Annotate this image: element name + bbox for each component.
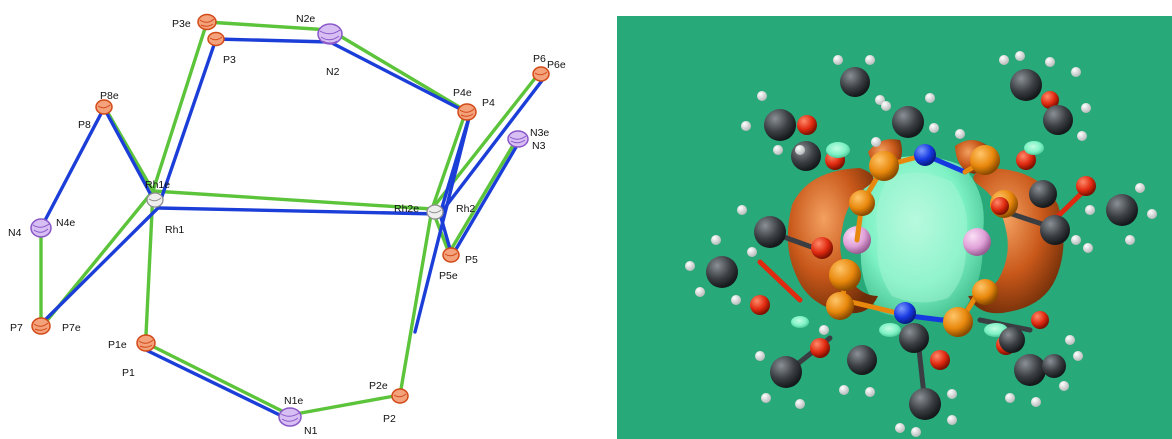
molecular-orbital-panel xyxy=(617,16,1172,439)
label-p7e: P7e xyxy=(62,322,81,334)
atom-p4e-p4 xyxy=(457,103,477,121)
label-p2e: P2e xyxy=(369,380,388,392)
atom-p7-p7e xyxy=(31,317,51,335)
atom-rh2e-rh2 xyxy=(426,204,444,220)
label-p8e: P8e xyxy=(100,90,119,102)
label-p8: P8 xyxy=(78,119,91,131)
atom-n2e-n2 xyxy=(317,23,343,45)
label-n1: N1 xyxy=(304,425,318,437)
atom-rh1e-rh1 xyxy=(146,192,164,208)
label-p3: P3 xyxy=(223,54,236,66)
label-p6: P6 xyxy=(533,53,546,65)
atom-labels: P3e P3 N2e N2 P4e P4 P6 P6e N3e N3 P8e P… xyxy=(8,13,566,437)
atom-p3e xyxy=(197,13,217,31)
cyan-central-lobe xyxy=(859,156,984,319)
label-p7: P7 xyxy=(10,322,23,334)
rhodium-atom-right xyxy=(963,228,991,256)
atom-p3 xyxy=(207,31,225,47)
atom-ellipsoids xyxy=(30,13,550,427)
label-p3e: P3e xyxy=(172,18,191,30)
blue-bond-network xyxy=(39,37,546,422)
label-n4e: N4e xyxy=(56,217,75,229)
label-rh1: Rh1 xyxy=(165,224,184,236)
label-rh2: Rh2 xyxy=(456,203,475,215)
orange-left-lobe xyxy=(787,168,878,314)
atom-p6-p6e xyxy=(532,66,550,82)
label-p5: P5 xyxy=(465,254,478,266)
hydrogen-atoms xyxy=(685,51,1157,437)
cyan-lobe-shade xyxy=(876,172,968,303)
atom-n3e-n3 xyxy=(507,130,529,148)
atom-p8e-p8 xyxy=(95,99,113,115)
atom-p2e-p2 xyxy=(391,388,409,404)
label-n3e: N3e xyxy=(530,127,549,139)
label-p4: P4 xyxy=(482,97,495,109)
label-p1: P1 xyxy=(122,367,135,379)
label-n4: N4 xyxy=(8,227,22,239)
nitrogen-atom-top xyxy=(914,144,936,166)
label-n1e: N1e xyxy=(284,395,303,407)
atom-n1e-n1 xyxy=(278,407,302,427)
atom-p1e-p1 xyxy=(136,334,156,352)
label-p2: P2 xyxy=(383,413,396,425)
label-n2e: N2e xyxy=(296,13,315,25)
label-p6e: P6e xyxy=(547,59,566,71)
label-p5e: P5e xyxy=(439,270,458,282)
nitrogen-atom-bottom xyxy=(894,302,916,324)
carbon-atoms xyxy=(706,67,1138,420)
label-n3: N3 xyxy=(532,140,546,152)
atom-p5e-p5 xyxy=(442,247,460,263)
label-p4e: P4e xyxy=(453,87,472,99)
label-n2: N2 xyxy=(326,66,340,78)
label-p1e: P1e xyxy=(108,339,127,351)
green-bond-network xyxy=(39,20,542,417)
overlay-structure-panel: P3e P3 N2e N2 P4e P4 P6 P6e N3e N3 P8e P… xyxy=(8,13,566,437)
label-rh2e: Rh2e xyxy=(394,203,419,215)
label-rh1e: Rh1e xyxy=(145,179,170,191)
atom-n4-n4e xyxy=(30,218,52,238)
